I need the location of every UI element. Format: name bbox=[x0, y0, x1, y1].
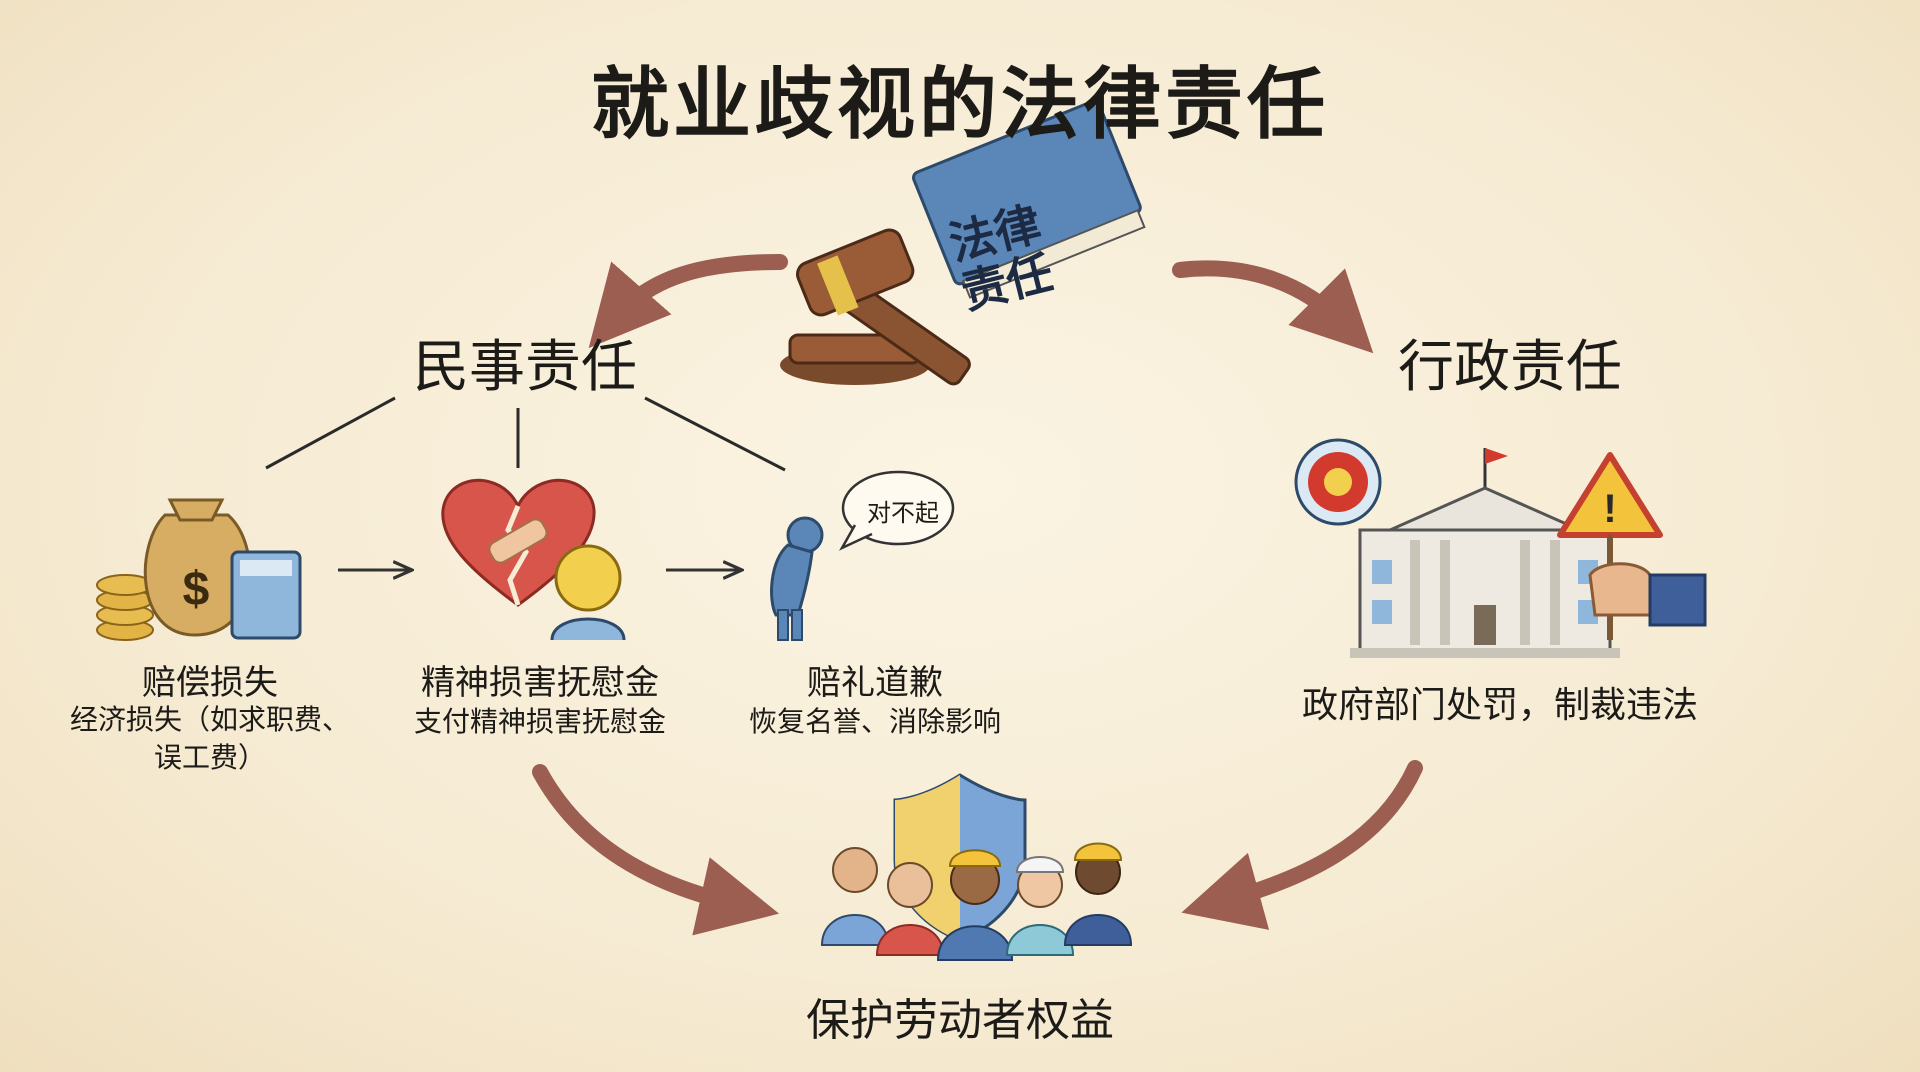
outcome-label: 保护劳动者权益 bbox=[806, 995, 1114, 1046]
broken-heart-icon bbox=[441, 478, 626, 641]
bowing-person-icon bbox=[770, 470, 955, 641]
mental-damages-desc: 支付精神损害抚慰金 bbox=[413, 705, 666, 738]
mental-damages-title: 精神损害抚慰金 bbox=[421, 663, 659, 703]
arrow-civil-to-outcome bbox=[532, 764, 780, 936]
worker-figure bbox=[1005, 856, 1075, 956]
branch-line-left bbox=[265, 396, 396, 470]
worker-figure bbox=[1063, 842, 1133, 946]
worker-figure bbox=[820, 847, 890, 946]
money-bag-calculator-icon: $ bbox=[96, 498, 302, 641]
worker-figure bbox=[875, 862, 945, 956]
administrative-liability-label: 行政责任 bbox=[1398, 335, 1622, 400]
shield-workers-icon bbox=[820, 773, 1133, 961]
arrow-to-admin bbox=[1172, 260, 1374, 354]
compensation-desc: 经济损失（如求职费、误工费） bbox=[70, 703, 351, 774]
administrative-desc: 政府部门处罚，制裁违法 bbox=[1301, 685, 1698, 726]
svg-text:!: ! bbox=[1603, 487, 1616, 531]
branch-line-right bbox=[644, 396, 786, 472]
diagram-title: 就业歧视的法律责任 bbox=[590, 60, 1329, 150]
speech-bubble-text: 对不起 bbox=[867, 499, 939, 527]
apology-desc: 恢复名誉、消除影响 bbox=[748, 705, 1001, 738]
gavel-book-icon bbox=[780, 99, 1146, 386]
worker-figure bbox=[936, 849, 1014, 961]
arrow-to-civil bbox=[588, 254, 788, 349]
civil-liability-label: 民事责任 bbox=[413, 335, 637, 400]
arrow-admin-to-outcome bbox=[1181, 760, 1423, 930]
compensation-title: 赔偿损失 bbox=[142, 663, 278, 703]
svg-text:$: $ bbox=[183, 563, 210, 616]
government-building-icon: ! bbox=[1294, 438, 1707, 658]
apology-title: 赔礼道歉 bbox=[807, 663, 943, 703]
